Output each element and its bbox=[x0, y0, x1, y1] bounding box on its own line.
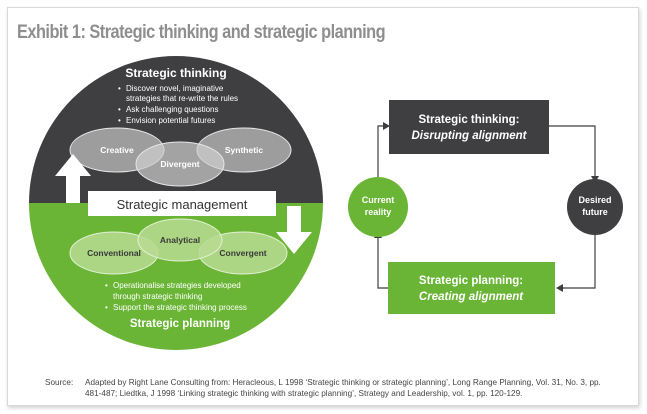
up-arrow-icon bbox=[55, 154, 91, 203]
planning-bullet: Support the strategic thinking process bbox=[113, 303, 247, 312]
current-reality-line1: Current bbox=[362, 195, 395, 205]
current-reality-line2: reality bbox=[365, 207, 392, 217]
planning-bullet: Operationalise strategies developed bbox=[113, 281, 241, 290]
desired-future-line1: Desired bbox=[578, 195, 611, 205]
source-text: Adapted by Right Lane Consulting from: H… bbox=[85, 378, 601, 398]
thinking-box-subtitle: Disrupting alignment bbox=[412, 130, 528, 142]
thinking-heading: Strategic thinking bbox=[125, 66, 226, 80]
bullet-dot: • bbox=[105, 281, 108, 290]
thinking-box-title: Strategic thinking: bbox=[419, 114, 520, 126]
down-arrow-icon bbox=[276, 206, 312, 254]
arrowhead-icon bbox=[383, 122, 390, 130]
strategic-management-label: Strategic management bbox=[117, 197, 248, 212]
planning-box-subtitle: Creating alignment bbox=[419, 291, 524, 303]
oval-label-analytical: Analytical bbox=[160, 235, 200, 245]
source-label: Source: bbox=[45, 378, 74, 387]
thinking-bullet: Ask challenging questions bbox=[126, 105, 219, 114]
planning-box-title: Strategic planning: bbox=[419, 275, 523, 287]
thinking-bullets: • Discover novel, imaginative strategies… bbox=[118, 84, 238, 125]
exhibit-title: Exhibit 1: Strategic thinking and strate… bbox=[17, 22, 386, 43]
current-reality-circle bbox=[348, 177, 408, 237]
thinking-bullet: Envision potential futures bbox=[126, 116, 215, 125]
bullet-dot: • bbox=[118, 84, 121, 93]
bullet-dot: • bbox=[118, 116, 121, 125]
oval-label-convergent: Convergent bbox=[219, 248, 266, 258]
oval-label-conventional: Conventional bbox=[87, 248, 141, 258]
oval-analytical bbox=[137, 218, 223, 262]
connector-right-bottom bbox=[560, 235, 596, 289]
strategic-management-band bbox=[88, 191, 276, 216]
desired-future-circle bbox=[567, 179, 623, 235]
oval-label-synthetic: Synthetic bbox=[225, 145, 264, 155]
oval-label-creative: Creative bbox=[100, 145, 134, 155]
planning-box bbox=[388, 262, 555, 314]
bullet-dot: • bbox=[118, 105, 121, 114]
connector-left-top bbox=[377, 125, 385, 179]
connector-left-bottom bbox=[377, 236, 388, 289]
thinking-bullet: strategies that re-write the rules bbox=[126, 94, 238, 103]
arrowhead-icon bbox=[556, 284, 563, 292]
planning-bullet: through strategic thinking bbox=[113, 292, 202, 301]
cycle-connectors bbox=[377, 125, 596, 289]
planning-heading: Strategic planning bbox=[130, 318, 230, 330]
bullet-dot: • bbox=[105, 303, 108, 312]
oval-label-divergent: Divergent bbox=[160, 159, 199, 169]
connector-right-top bbox=[549, 125, 596, 178]
thinking-box bbox=[389, 100, 549, 154]
desired-future-line2: future bbox=[582, 207, 608, 217]
planning-bullets: • Operationalise strategies developed th… bbox=[105, 281, 247, 312]
source-note: Source: Adapted by Right Lane Consulting… bbox=[45, 377, 615, 399]
oval-divergent bbox=[135, 141, 225, 187]
thinking-bullet: Discover novel, imaginative bbox=[126, 84, 224, 93]
